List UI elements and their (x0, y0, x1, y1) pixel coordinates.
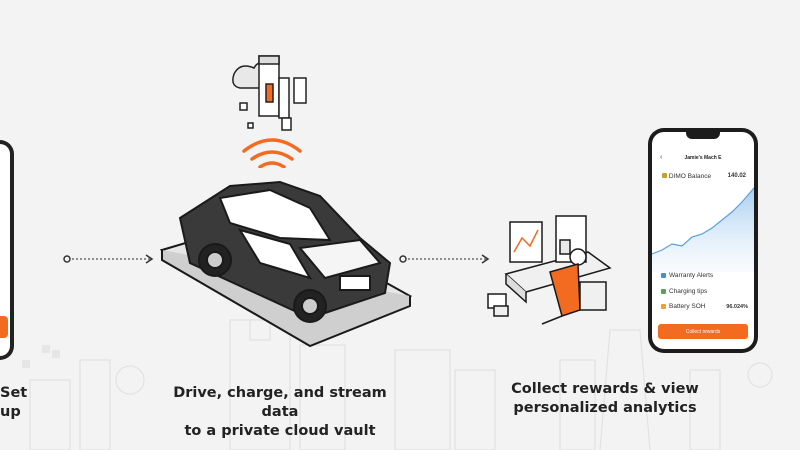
step-3-caption-line-1: Collect rewards & view (511, 381, 699, 397)
setup-phone-button (0, 316, 8, 338)
step-3-caption: Collect rewards & view personalized anal… (490, 380, 720, 418)
battery-soh-item[interactable]: Battery SOH (661, 303, 705, 310)
step-3-caption-line-2: personalized analytics (513, 400, 697, 416)
vehicle-name: Jamie's Mach E (684, 155, 722, 161)
warranty-alerts-item[interactable]: Warranty Alerts (661, 272, 713, 279)
balance-label: DIMO Balance (662, 173, 711, 180)
warranty-icon (661, 273, 666, 278)
car-illustration (160, 180, 412, 348)
balance-label-text: DIMO Balance (668, 173, 712, 180)
battery-soh-value: 96.024% (726, 304, 748, 310)
step-2-caption-line-2: to a private cloud vault (184, 423, 376, 439)
flow-arrow-1 (63, 254, 154, 264)
step-2-caption: Drive, charge, and stream data to a priv… (155, 384, 405, 441)
phone-notch (686, 132, 720, 139)
phone-screen: ‹ Jamie's Mach E DIMO Balance 140.02 War… (652, 132, 754, 349)
step-1-caption: Set up (0, 385, 28, 420)
flow-arrow-2 (399, 254, 490, 264)
desk-person-illustration (487, 215, 612, 325)
charging-tips-item[interactable]: Charging tips (661, 288, 707, 295)
battery-icon (661, 304, 666, 309)
collect-rewards-button[interactable]: Collect rewards (658, 324, 748, 339)
balance-chart (652, 187, 754, 272)
setup-phone (0, 140, 14, 360)
token-icon (662, 173, 667, 178)
balance-value: 140.02 (727, 173, 746, 179)
step-2-caption-line-1: Drive, charge, and stream data (173, 385, 387, 420)
back-icon[interactable]: ‹ (660, 154, 663, 161)
rewards-phone: ‹ Jamie's Mach E DIMO Balance 140.02 War… (648, 128, 758, 353)
charging-icon (661, 289, 666, 294)
cloud-vault-illustration (232, 55, 307, 168)
